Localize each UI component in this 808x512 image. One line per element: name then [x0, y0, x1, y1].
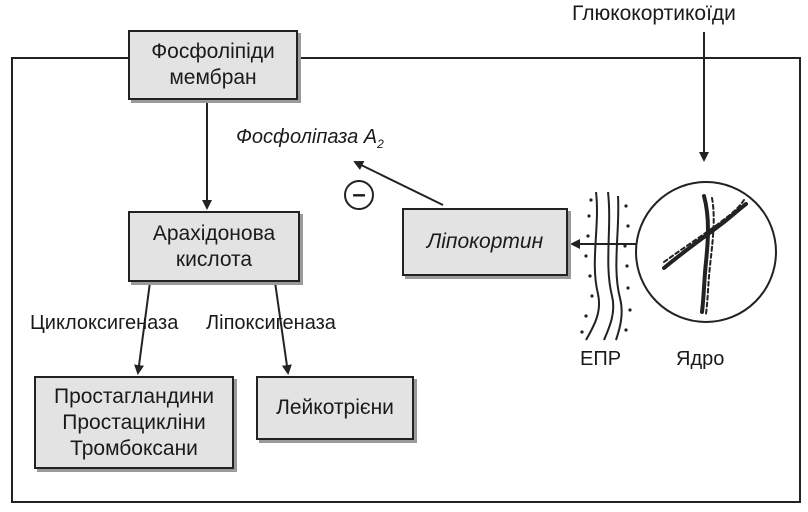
label-glucocorticoids: Глюкокортикоїди [572, 2, 736, 25]
label-lipoxygenase: Ліпоксигеназа [206, 312, 336, 334]
node-prostaglandins-lines: Простагландини Простацикліни Тромбоксани [54, 384, 214, 462]
label-nucleus: Ядро [676, 348, 725, 370]
node-lipocortin: Ліпокортин [402, 208, 568, 276]
epr-ribosomes [580, 198, 632, 334]
arrow-arachidonic-to-prostaglandins [134, 281, 151, 375]
node-leukotrienes: Лейкотрієни [256, 376, 414, 440]
label-phospholipase-text: Фосфоліпаза А [236, 126, 378, 148]
chromosome-icon [662, 194, 748, 315]
node-arachidonic-lines: Арахідонова кислота [153, 221, 275, 273]
label-epr: ЕПР [580, 348, 622, 370]
node-leukotrienes-label: Лейкотрієни [276, 396, 394, 419]
node-arachidonic-line-1: Арахідонова [152, 221, 276, 245]
label-cyclooxygenase: Циклоксигеназа [30, 312, 179, 334]
arrow-lipocortin-to-phospholipase [353, 161, 444, 206]
node-phospholipids: Фосфоліпіди мембран [128, 30, 298, 100]
node-phospholipids-line-2: мембран [169, 66, 257, 89]
node-prostaglandins-line-3: Тромбоксани [70, 436, 198, 460]
inhibition-icon: – [344, 180, 374, 210]
node-phospholipids-line-1: Фосфоліпіди [151, 40, 275, 63]
epr-icon [585, 191, 623, 341]
label-phospholipase-subscript: 2 [377, 137, 384, 151]
node-prostaglandins: Простагландини Простацикліни Тромбоксани [34, 376, 234, 469]
arrow-arachidonic-to-leukotrienes [274, 281, 292, 375]
node-arachidonic-line-2: кислота [175, 247, 253, 271]
label-phospholipase: Фосфоліпаза А2 [236, 126, 384, 151]
node-lipocortin-label: Ліпокортин [426, 230, 544, 253]
cell-membrane [11, 57, 801, 503]
node-prostaglandins-line-1: Простагландини [53, 384, 215, 408]
node-prostaglandins-line-2: Простацикліни [62, 410, 206, 434]
node-arachidonic-acid: Арахідонова кислота [128, 211, 300, 282]
node-phospholipids-lines: Фосфоліпіди мембран [151, 39, 275, 91]
